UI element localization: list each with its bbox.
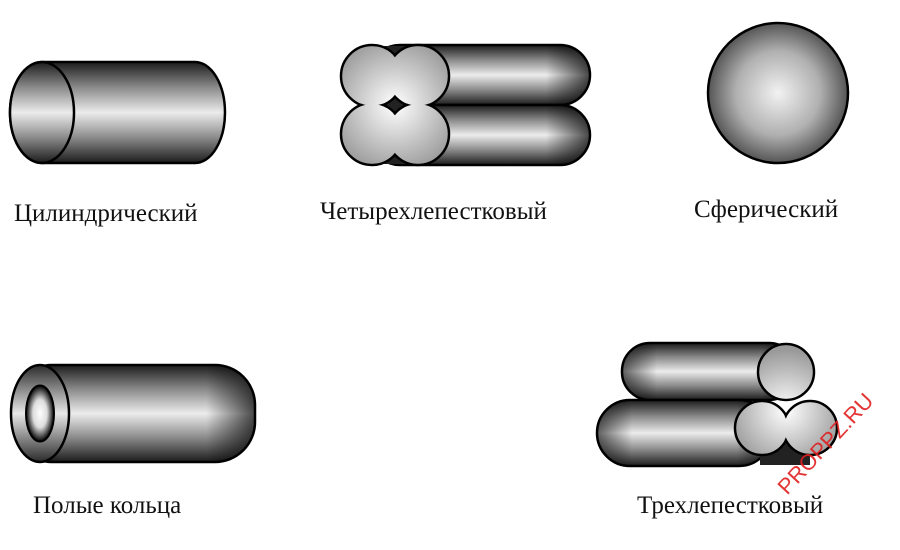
cylinder-pellet	[8, 60, 227, 165]
hollow-ring-pellet	[9, 363, 257, 464]
label-three-lobe: Трехлепестковый	[637, 492, 824, 519]
label-cylindrical: Цилиндрический	[14, 200, 198, 227]
label-four-lobe: Четырехлепестковый	[320, 198, 547, 225]
four-lobe-pellet	[339, 43, 592, 167]
sphere-pellet	[706, 21, 850, 165]
label-spherical: Сферический	[694, 196, 839, 223]
three-lobe-pellet	[595, 341, 839, 468]
label-hollow-rings: Полые кольца	[33, 492, 182, 519]
